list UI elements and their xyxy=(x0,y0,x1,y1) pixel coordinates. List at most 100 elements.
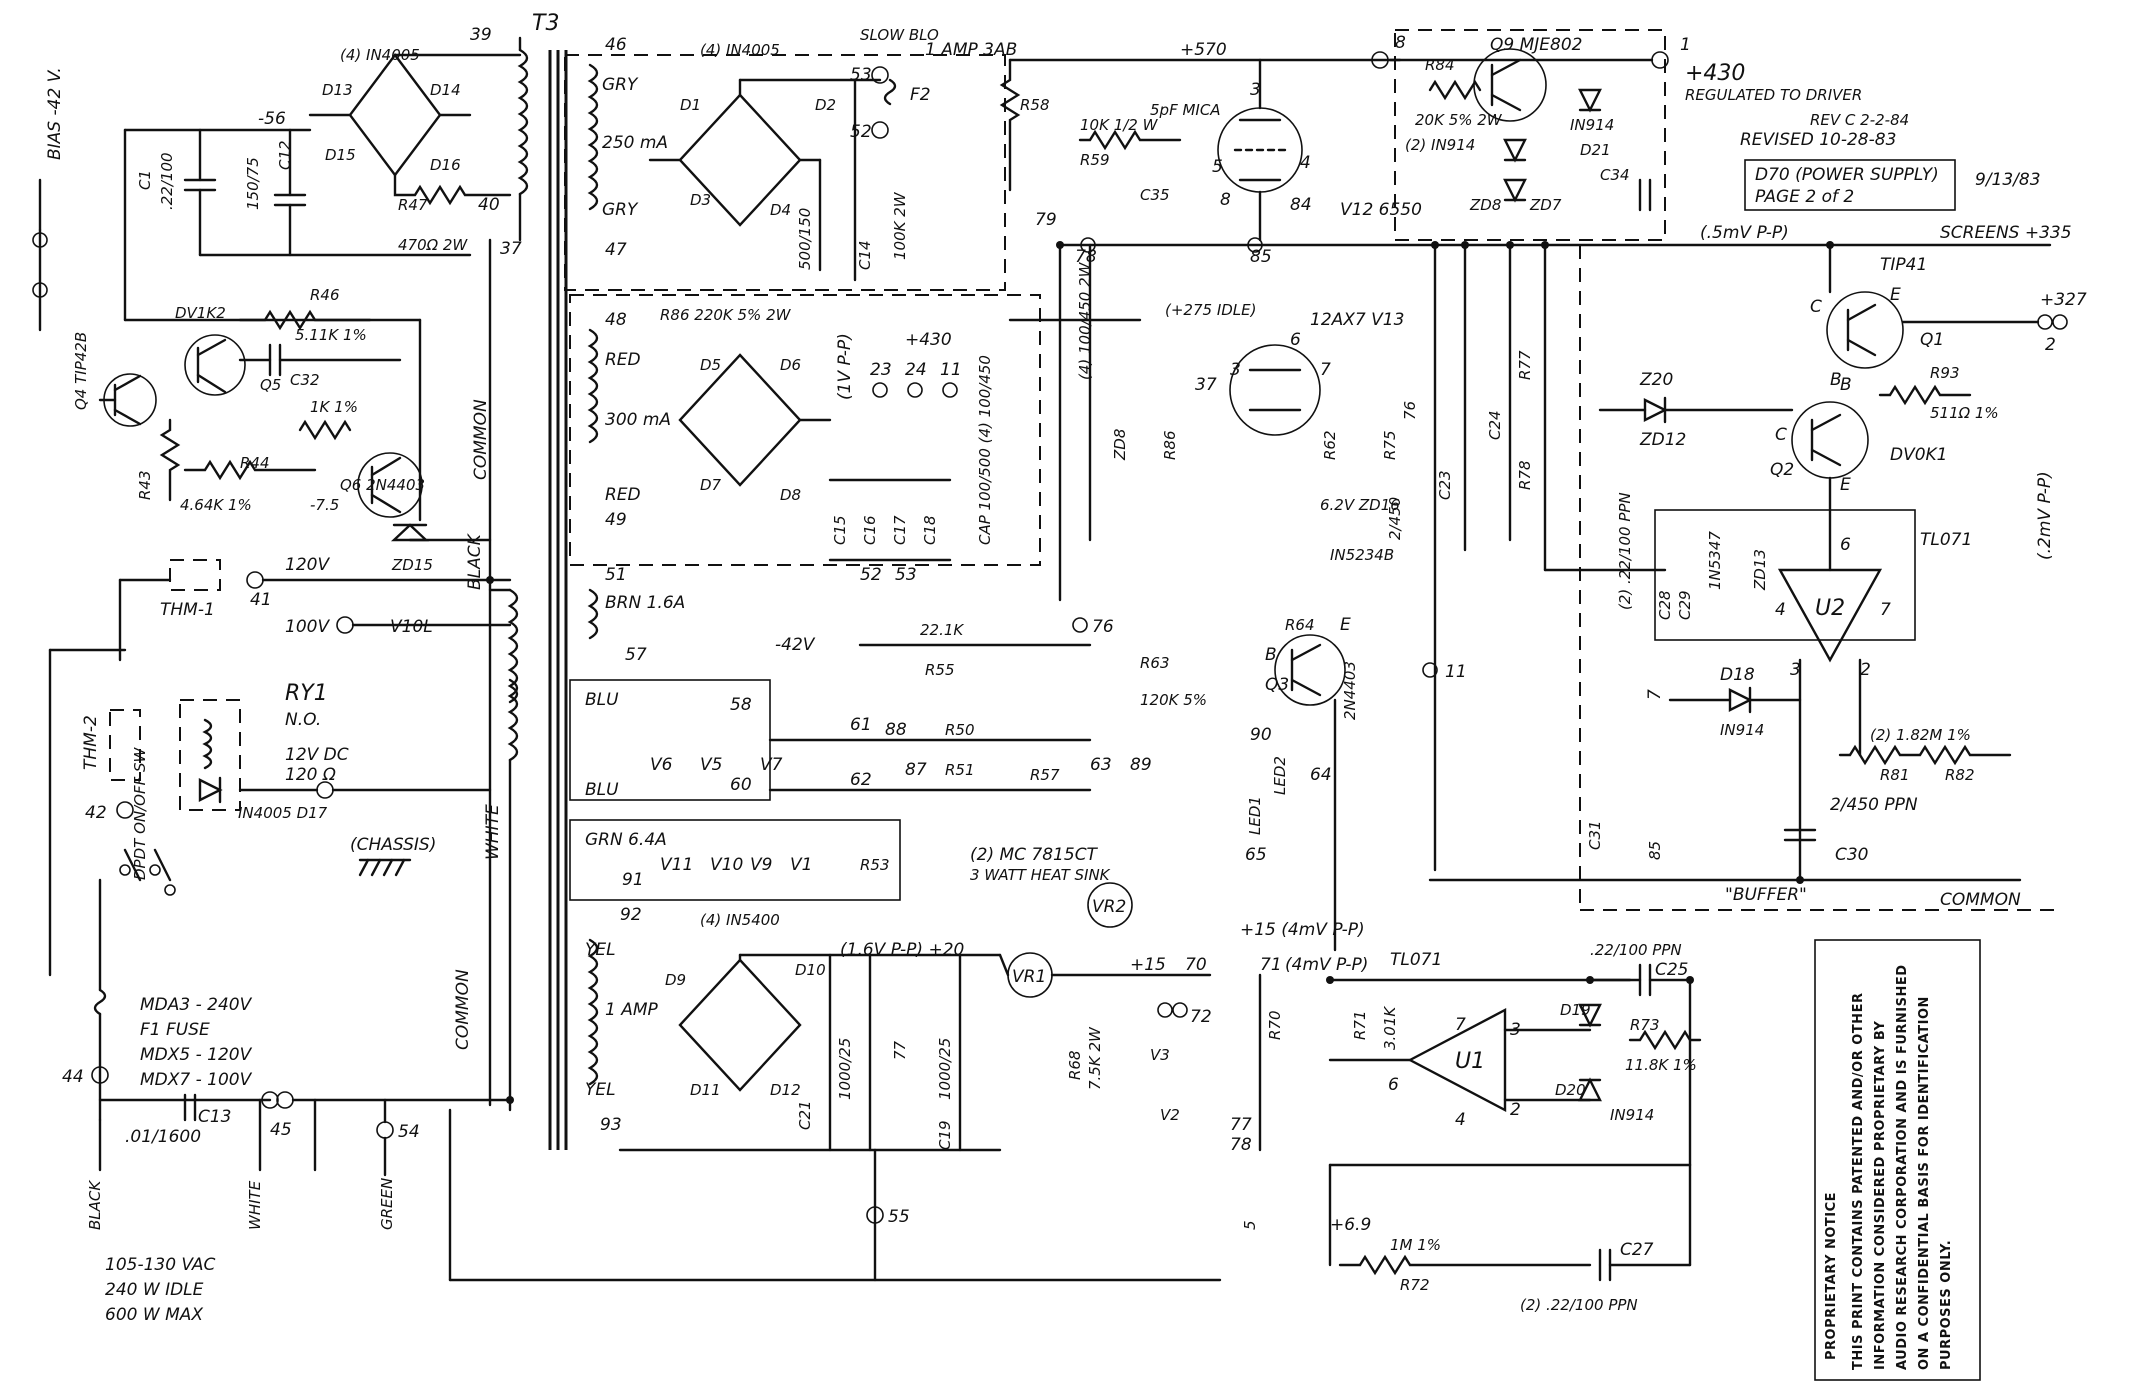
r76-label: 76 xyxy=(1401,401,1419,420)
d1-label: D1 xyxy=(680,96,701,114)
v10-label: V10 xyxy=(710,855,743,875)
r77-label: R77 xyxy=(1516,350,1534,380)
d13-label: D13 xyxy=(322,81,353,99)
u2-pin2: 2 xyxy=(1860,660,1871,680)
red-bottom: RED xyxy=(605,485,641,505)
node-104: 8 xyxy=(1395,33,1406,53)
r46b-value: 1K 1% xyxy=(310,398,358,416)
r73-value: 11.8K 1% xyxy=(1625,1056,1697,1074)
hv-supply: 46 GRY 250 mA GRY 47 (4) IN4005 D1 D2 D3… xyxy=(564,26,1422,291)
node-60: 57 xyxy=(625,645,647,665)
v13-label: 12AX7 V13 xyxy=(1310,310,1404,330)
node-24: 11 xyxy=(940,360,962,380)
d16-label: D16 xyxy=(430,156,461,174)
u1-pin6: 6 xyxy=(1388,1075,1399,1095)
c13-value: .01/1600 xyxy=(125,1127,201,1147)
red-top: RED xyxy=(605,350,641,370)
rail-p20: (1.6V P-P) +20 xyxy=(840,940,964,960)
u1-pin2: 2 xyxy=(1510,1100,1521,1120)
ac-input: THM-1 41 120V 100V V10L THM-2 42 RY1 N.O… xyxy=(48,555,1222,1325)
winding-1amp: 1 AMP xyxy=(605,1000,659,1020)
thm1-label: THM-1 xyxy=(160,600,215,620)
c35-value: 5pF MICA xyxy=(1150,101,1221,119)
node-39: 39 xyxy=(470,25,492,45)
rail-p570: +570 xyxy=(1180,40,1227,60)
r59-value: 10K 1/2 W xyxy=(1080,116,1159,134)
node-87: 87 xyxy=(905,760,927,780)
ry1-resistance: 120 Ω xyxy=(285,765,336,785)
spec-line-3: 600 W MAX xyxy=(105,1305,203,1325)
error-amp-u1: TL071 U1 7 3 6 4 2 R71 3.01K .22/100 PPN… xyxy=(1328,941,1702,1314)
rail-p15-a: +15 xyxy=(1130,955,1166,975)
bias-supply: (4) IN4005 D13 D14 D15 D16 -56 R47 470Ω … xyxy=(32,46,522,574)
c21-label: C21 xyxy=(796,1100,814,1130)
c15-c18-value: CAP 100/500 (4) 100/450 xyxy=(976,355,994,545)
ripple-4mv: (4mV P-P) xyxy=(1285,955,1368,975)
r51-label: R51 xyxy=(945,761,975,779)
node-89: 89 xyxy=(1130,755,1152,775)
node-58: 55 xyxy=(888,1207,910,1227)
d11-label: D11 xyxy=(690,1081,721,1099)
in914-pair: (2) IN914 xyxy=(1405,136,1475,154)
d4-label: D4 xyxy=(770,201,791,219)
node-92: 92 xyxy=(620,905,642,925)
zd15-label: ZD15 xyxy=(391,556,433,574)
d21-label: D21 xyxy=(1580,141,1611,159)
q2-collector: C xyxy=(1775,425,1787,445)
v12-pin3: 3 xyxy=(1250,80,1261,100)
notice-line-3: AUDIO RESEARCH CORPORATION AND IS FURNIS… xyxy=(1895,964,1910,1370)
r71-value: 3.01K xyxy=(1381,1006,1399,1050)
node-61: 58 xyxy=(730,695,752,715)
led1-label: LED1 xyxy=(1246,796,1264,835)
r53-label: R53 xyxy=(860,856,890,874)
node-79: 79 xyxy=(1035,210,1057,230)
winding-300ma: 300 mA xyxy=(605,410,671,430)
v13-pin7: 7 xyxy=(1320,360,1331,380)
d18-label: D18 xyxy=(1720,665,1755,685)
q3-base: B xyxy=(1265,645,1277,665)
r72-value: 1M 1% xyxy=(1390,1236,1441,1254)
v5-label: V5 xyxy=(700,755,722,775)
r93-label: R93 xyxy=(1930,364,1960,382)
c28-value: (2) .22/100 PPN xyxy=(1616,492,1634,610)
d9-label: D9 xyxy=(665,971,686,989)
transformer-core: T3 xyxy=(532,11,568,1150)
r84-label: R84 xyxy=(1425,56,1455,74)
f2-rating: 1 AMP 3AB xyxy=(925,40,1017,60)
r68-value: 7.5K 2W xyxy=(1086,1026,1104,1090)
node-103: 1 xyxy=(1680,35,1691,55)
spec-line-1: 105-130 VAC xyxy=(105,1255,216,1275)
c13-label: C13 xyxy=(198,1107,232,1127)
zd13-label: ZD13 xyxy=(1751,549,1769,591)
rail-p335: SCREENS +335 xyxy=(1940,223,2072,243)
q2-label: Q2 xyxy=(1770,460,1794,480)
node-72: 72 xyxy=(1190,1007,1212,1027)
notice-line-1: THIS PRINT CONTAINS PATENTED AND/OR OTHE… xyxy=(1851,993,1866,1370)
q1-label: Q1 xyxy=(1920,330,1944,350)
tube-12ax7: 6 3 7 37 12AX7 V13 (+275 IDLE) 78 85 79 … xyxy=(1008,210,1667,872)
node-57: 54 xyxy=(398,1122,420,1142)
spec-line-2: 240 W IDLE xyxy=(105,1280,204,1300)
r71-label: R71 xyxy=(1351,1010,1369,1040)
node-37: 37 xyxy=(500,239,522,259)
d5-label: D5 xyxy=(700,356,721,374)
yel-top: YEL xyxy=(585,940,616,960)
ry1-label: RY1 xyxy=(285,681,328,706)
node-70: 70 xyxy=(1185,955,1207,975)
node-88: 88 xyxy=(885,720,907,740)
v11-label: V11 xyxy=(660,855,693,875)
zd-20v-label: 5 xyxy=(1241,1220,1259,1230)
rail-p430-mid: +430 xyxy=(905,330,952,350)
rail-p311: 7 xyxy=(1645,689,1665,700)
rail-p275: (+275 IDLE) xyxy=(1165,301,1256,319)
c25-value: .22/100 PPN xyxy=(1590,941,1682,959)
node-77: 77 xyxy=(1230,1115,1252,1135)
screen-supply: (.5mV P-P) SCREENS +335 C E B Q1 TIP41 +… xyxy=(1058,223,2087,911)
node-41: 41 xyxy=(250,590,272,610)
bridge-hv-label: (4) IN4005 xyxy=(700,41,780,59)
d7-label: D7 xyxy=(700,476,722,494)
c12-label: C12 xyxy=(276,140,294,170)
regulators-15v: (2) MC 7815CT 3 WATT HEAT SINK VR1 VR2 +… xyxy=(970,615,1368,1230)
blu-top: BLU xyxy=(585,690,619,710)
